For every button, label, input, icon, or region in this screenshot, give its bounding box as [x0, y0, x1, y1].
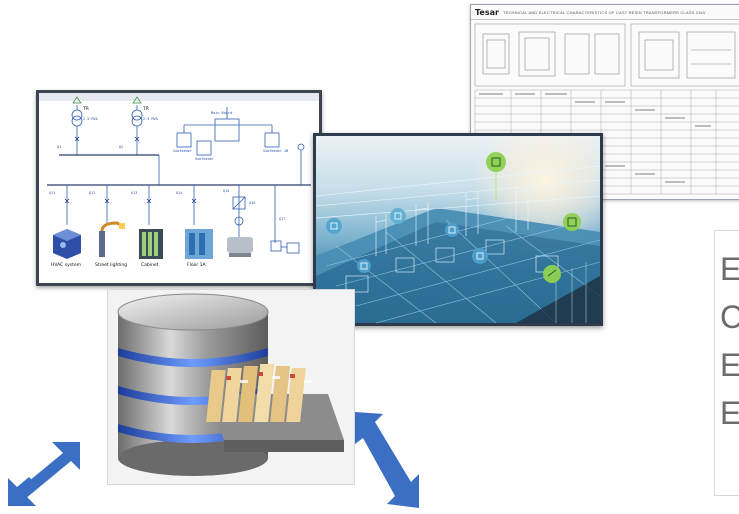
substation-scene	[316, 152, 600, 323]
panel-label-b: Subfeeder	[195, 157, 214, 161]
transformer-rating-a: 2.5 MVA	[83, 117, 98, 121]
switchboard-label: Main Board	[211, 111, 233, 115]
substation-image	[313, 133, 603, 326]
feeder-label-g: Q17	[279, 217, 286, 221]
switch-label-b: Q2	[119, 145, 124, 149]
datasheet-title: TECHNICAL AND ELECTRICAL CHARACTERISTICS…	[502, 9, 706, 15]
text-panel: E C E E	[714, 230, 739, 496]
panel-label-c: Subfeeder 1B	[263, 149, 289, 153]
datasheet-logo: Tesar	[475, 7, 499, 17]
switch-label-a: Q1	[57, 145, 62, 149]
diagram-toolbar	[39, 93, 319, 101]
load-label-cabinet: Cabinet	[141, 263, 159, 268]
single-line-diagram: TR TR 2.5 MVA 2.5 MVA Q1 Q2 Main Board S…	[36, 90, 322, 286]
datasheet-header: Tesar TECHNICAL AND ELECTRICAL CHARACTER…	[471, 5, 739, 20]
feeder-label-e: Q15	[223, 189, 230, 193]
load-label-hvac: HVAC system	[51, 263, 82, 268]
text-line-2: C	[720, 301, 739, 333]
feeder-label-a: Q11	[49, 191, 56, 195]
green-icons	[326, 152, 581, 283]
diagram-drawing	[47, 96, 311, 259]
feeder-label-d: Q14	[176, 191, 183, 195]
transformer-label-a: TR	[83, 107, 89, 112]
database-drawing	[117, 293, 344, 476]
double-arrow-icon-left	[8, 442, 80, 506]
text-line-4: E	[720, 397, 739, 429]
transformer-rating-b: 2.5 MVA	[143, 117, 158, 121]
load-label-floor: Floor 1A	[187, 263, 206, 268]
feeder-label-c: Q13	[131, 191, 138, 195]
feeder-label-f: Q16	[249, 201, 256, 205]
text-line-3: E	[720, 349, 739, 381]
double-arrow-icon-right	[355, 412, 419, 508]
panel-label-a: Subfeeder	[173, 149, 192, 153]
load-icons	[53, 221, 253, 259]
load-label-lighting: Street lighting	[95, 263, 128, 268]
text-line-1: E	[720, 253, 739, 285]
database-image	[107, 289, 355, 485]
transformer-label-b: TR	[143, 107, 149, 112]
feeder-label-b: Q12	[89, 191, 96, 195]
